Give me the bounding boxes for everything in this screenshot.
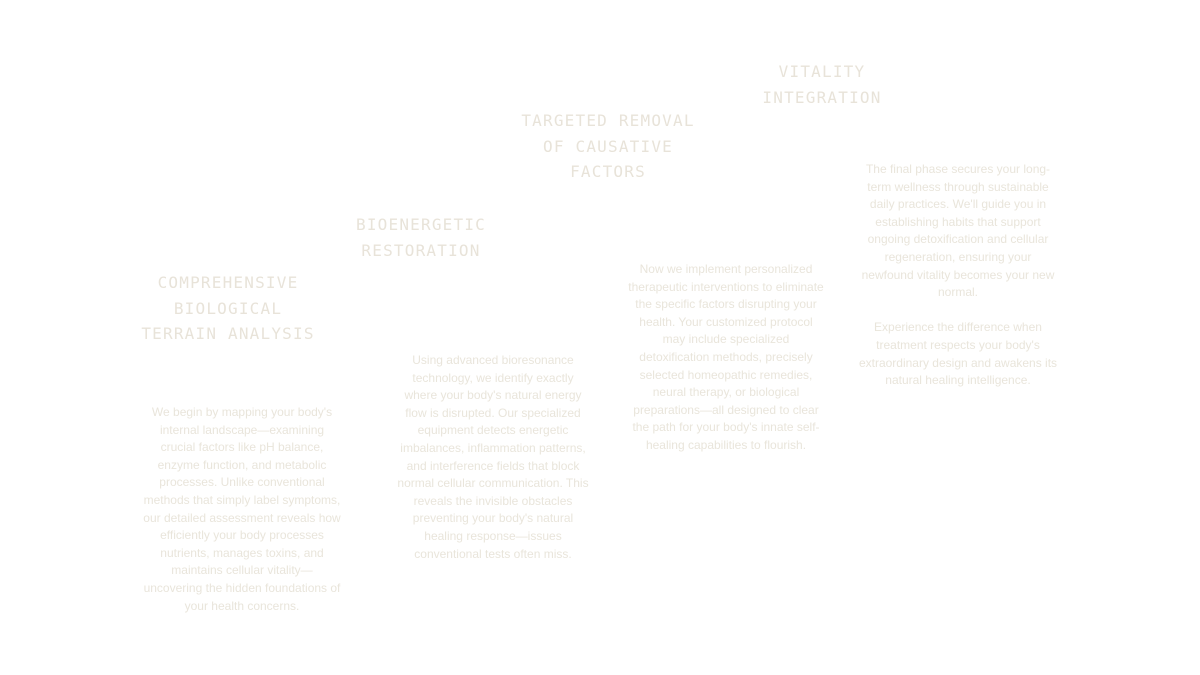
step-3-paragraph: Now we implement personalized therapeuti… — [628, 262, 824, 452]
step-4-title-line-2: INTEGRATION — [762, 87, 882, 107]
step-4-description: The final phase secures your long-term w… — [858, 161, 1058, 390]
step-1-paragraph: We begin by mapping your body's internal… — [143, 405, 341, 613]
step-2-title: BIOENERGETIC RESTORATION — [330, 212, 512, 263]
step-3-title: TARGETED REMOVAL OF CAUSATIVE FACTORS — [512, 108, 704, 185]
step-4-paragraph-1: The final phase secures your long-term w… — [861, 162, 1055, 300]
step-3-description: Now we implement personalized therapeuti… — [628, 261, 824, 455]
step-2-paragraph: Using advanced bioresonance technology, … — [397, 353, 589, 561]
step-3-title-line-1: TARGETED REMOVAL — [521, 111, 695, 130]
step-1-title-line-1: COMPREHENSIVE — [157, 273, 299, 292]
step-4-title-line-1: VITALITY — [778, 62, 866, 81]
step-3-title-line-3: FACTORS — [570, 162, 646, 181]
step-2-description: Using advanced bioresonance technology, … — [396, 352, 590, 563]
step-4-paragraph-2: Experience the difference when treatment… — [858, 320, 1058, 388]
step-2-title-line-1: BIOENERGETIC — [356, 215, 486, 234]
step-3-title-line-2: OF CAUSATIVE — [543, 136, 673, 156]
step-2-title-line-2: RESTORATION — [361, 240, 481, 260]
step-1-description: We begin by mapping your body's internal… — [142, 404, 342, 615]
step-1-title-line-2: BIOLOGICAL — [173, 298, 283, 318]
step-4-title: VITALITY INTEGRATION — [742, 59, 902, 110]
step-1-title-line-3: TERRAIN ANALYSIS — [141, 324, 315, 343]
step-1-title: COMPREHENSIVE BIOLOGICAL TERRAIN ANALYSI… — [130, 270, 326, 347]
